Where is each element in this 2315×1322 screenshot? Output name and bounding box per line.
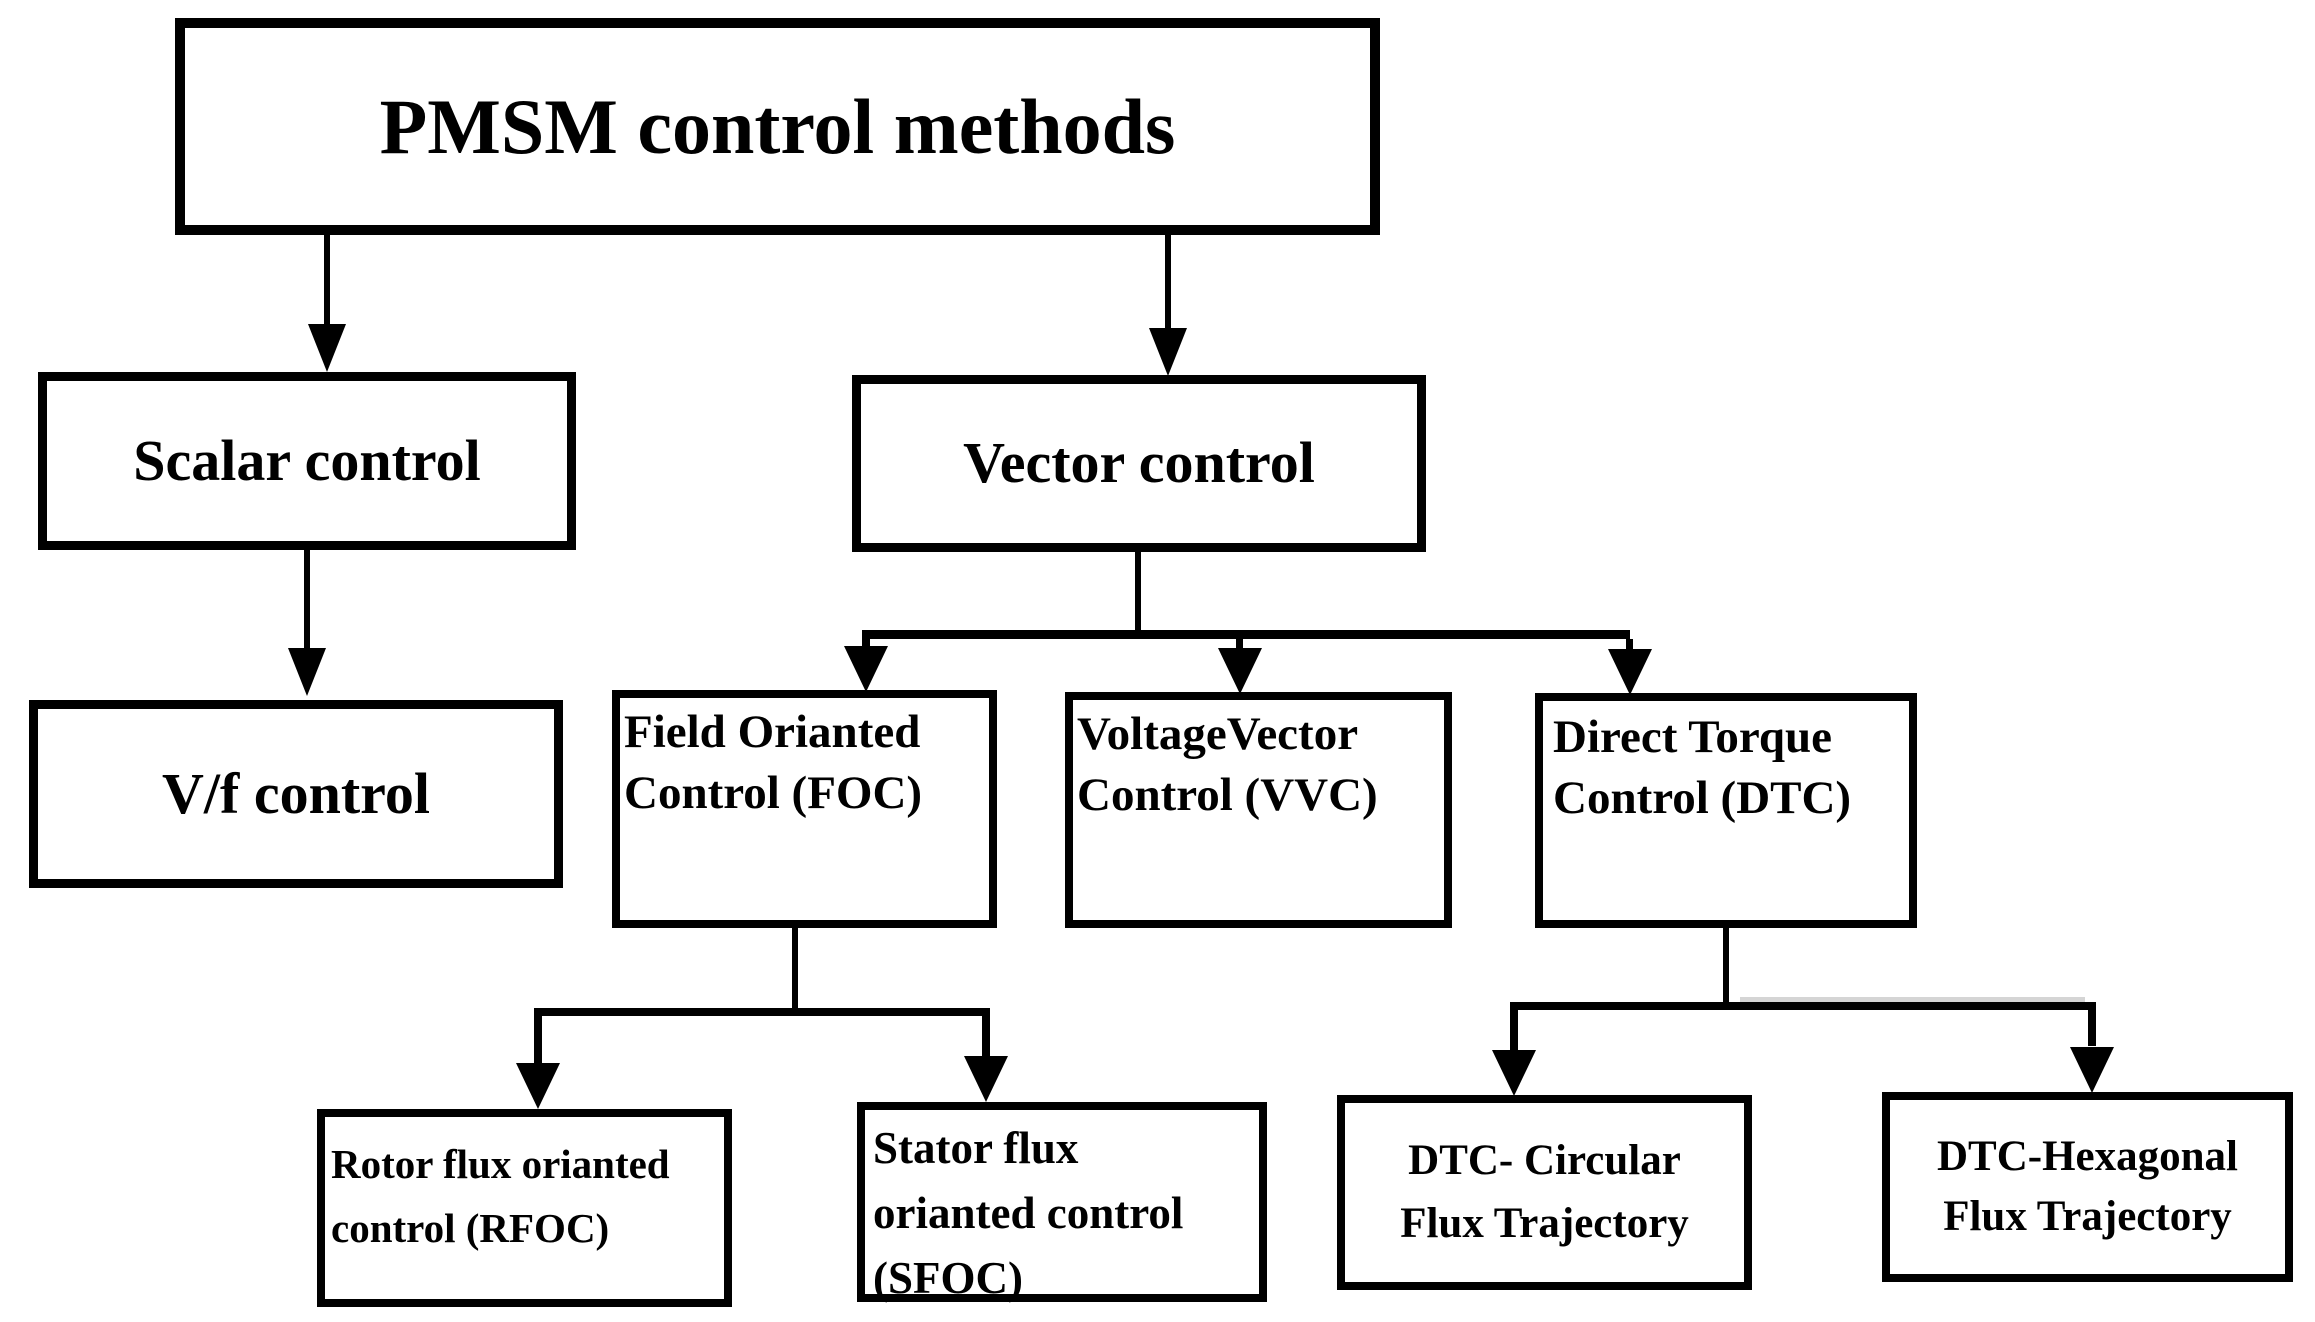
arrowhead-vector-foc [844, 646, 888, 692]
node-vf-control: V/f control [29, 700, 563, 888]
connector-pmsm-vector [1165, 235, 1171, 332]
connector-foc-stem [792, 928, 798, 1008]
node-label: Control (VVC) [1077, 769, 1378, 822]
connector-branch-foc [862, 630, 870, 654]
node-label: VoltageVector [1077, 708, 1359, 760]
node-field-oriented-control: Field Orianted Control (FOC) [612, 690, 997, 928]
node-label: Vector control [963, 430, 1315, 496]
connector-vector-bar [862, 630, 1630, 639]
node-rotor-flux-oriented-control: Rotor flux orianted control (RFOC) [317, 1109, 732, 1307]
node-dtc-circular-flux-trajectory: DTC- Circular Flux Trajectory [1337, 1095, 1752, 1290]
arrowhead-vector-dtc [1608, 649, 1652, 695]
connector-foc-bar [534, 1008, 990, 1016]
node-label: (SFOC) [873, 1252, 1023, 1303]
connector-dtc-stem [1723, 928, 1729, 1005]
connector-pmsm-scalar [324, 235, 330, 330]
connector-branch-sfoc [982, 1008, 990, 1058]
connector-branch-dtc-circular [1510, 1002, 1518, 1050]
connector-branch-rfoc [534, 1008, 542, 1064]
node-label: Control (DTC) [1553, 772, 1852, 825]
node-scalar-control: Scalar control [38, 372, 576, 550]
arrowhead-pmsm-vector [1149, 328, 1187, 376]
arrowhead-pmsm-scalar [308, 324, 346, 372]
arrowhead-dtc-circular [1492, 1050, 1536, 1096]
node-label: DTC- Circular [1408, 1137, 1681, 1185]
node-dtc-hexagonal-flux-trajectory: DTC-Hexagonal Flux Trajectory [1882, 1092, 2293, 1282]
node-label: control (RFOC) [331, 1204, 610, 1251]
arrowhead-foc-sfoc [964, 1056, 1008, 1102]
node-direct-torque-control: Direct Torque Control (DTC) [1535, 693, 1917, 928]
node-label: PMSM control methods [379, 82, 1176, 170]
node-stator-flux-oriented-control: Stator flux orianted control (SFOC) [857, 1102, 1267, 1303]
node-label: Scalar control [133, 427, 481, 493]
node-label: DTC-Hexagonal [1937, 1132, 2238, 1180]
node-label: orianted control [873, 1187, 1184, 1238]
connector-branch-vvc [1236, 639, 1243, 652]
node-label: Stator flux [873, 1123, 1079, 1173]
node-label: Control (FOC) [624, 767, 923, 820]
node-label: Direct Torque [1553, 711, 1832, 763]
node-label: V/f control [162, 760, 430, 826]
arrowhead-foc-rfoc [516, 1063, 560, 1109]
node-label: Field Orianted [624, 706, 921, 758]
arrowhead-scalar-vf [288, 648, 326, 696]
node-label: Flux Trajectory [1943, 1193, 2232, 1240]
connector-branch-dtc [1626, 639, 1633, 652]
node-pmsm-control-methods: PMSM control methods [175, 18, 1380, 235]
node-label: Rotor flux orianted [331, 1141, 670, 1187]
node-voltage-vector-control: VoltageVector Control (VVC) [1065, 692, 1452, 928]
connector-vector-stem [1135, 552, 1141, 634]
arrowhead-vector-vvc [1218, 648, 1262, 694]
arrowhead-dtc-hexagonal [2070, 1047, 2114, 1093]
node-vector-control: Vector control [852, 375, 1426, 552]
node-label: Flux Trajectory [1400, 1199, 1689, 1247]
connector-dtc-bar [1510, 1002, 2096, 1010]
connector-branch-dtc-hexagonal [2088, 1002, 2096, 1046]
connector-scalar-vf [304, 550, 310, 650]
